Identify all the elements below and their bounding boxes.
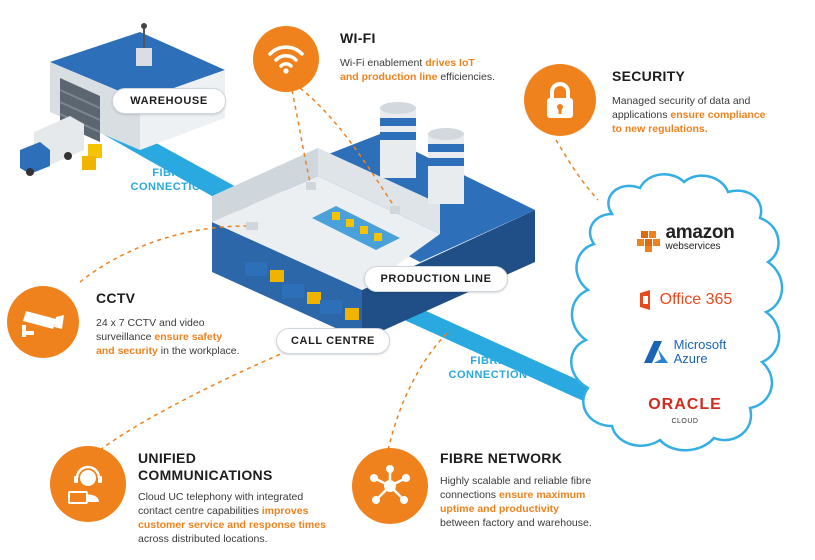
warehouse-label: WAREHOUSE [112,88,226,114]
cctv-title: CCTV [96,290,136,306]
fibre-cable-cloud [360,290,600,404]
dashed-connectors [79,87,599,451]
warehouse-building [50,23,225,150]
headset-agent-icon [68,465,102,504]
aws-amazon-text: amazon [665,222,735,243]
aws-webservices-text: webservices [665,241,721,252]
cctv-device [246,222,258,230]
azure-logo: Microsoft Azure [620,338,750,366]
oracle-text: ORACLE [648,396,722,413]
production-line-label: PRODUCTION LINE [364,266,508,292]
azure-microsoft-text: Microsoft [673,337,727,352]
cctv-icon-badge [7,286,79,358]
aws-cubes-icon [636,231,660,252]
wifi-icon-badge [253,26,319,92]
boxes [82,144,102,170]
lock-icon [547,82,573,118]
factory-building [212,102,535,340]
uc-icon-badge [50,446,126,522]
oracle-cloud-text: CLOUD [671,418,699,425]
network-icon-badge [352,448,428,524]
oracle-logo: ORACLE CLOUD [620,396,750,425]
wifi-device-1 [306,182,316,190]
office365-text: Office 365 [659,291,733,308]
wifi-device-2 [390,206,400,214]
security-title: SECURITY [612,68,686,84]
cloud-shape [570,173,784,452]
wifi-title: WI-FI [340,30,376,46]
azure-icon [643,341,668,363]
truck [20,116,84,176]
aws-logo: amazon webservices [620,222,750,254]
lock-icon-badge [524,64,596,136]
office-icon [639,290,650,310]
call-centre-label: CALL CENTRE [276,328,390,354]
cctv-camera-icon [22,311,64,337]
office365-logo: Office 365 [620,290,750,310]
call-centre-desks [245,262,359,320]
fibre-network-title: FIBRE NETWORK [440,450,563,466]
network-hub-icon [370,465,410,504]
wifi-icon [268,45,304,74]
azure-azure-text: Azure [673,351,708,366]
conveyor-belt [312,206,400,250]
